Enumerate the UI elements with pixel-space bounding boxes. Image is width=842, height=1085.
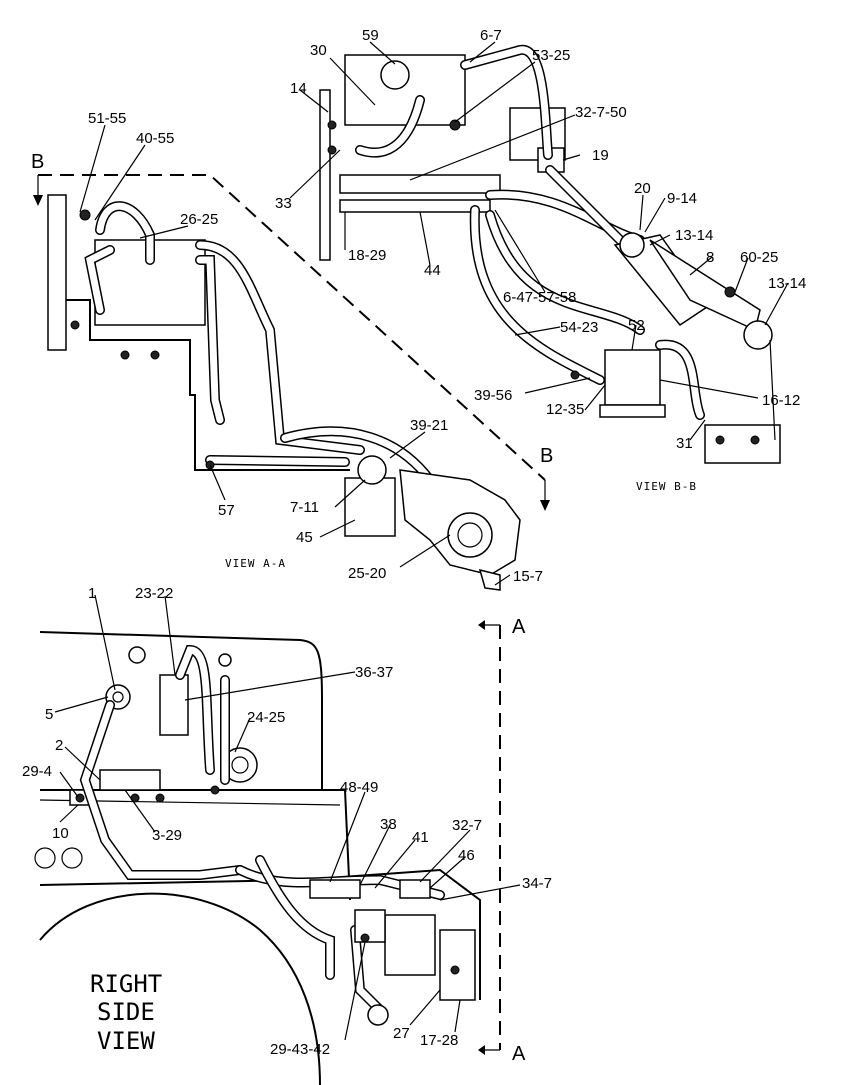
callout-30: 30 bbox=[310, 42, 327, 59]
callout-2: 2 bbox=[55, 737, 63, 754]
callout-13-14-upper: 13-14 bbox=[675, 227, 713, 244]
leader-lines bbox=[54, 41, 789, 1041]
right-side-callouts: 1 23-22 36-37 5 24-25 2 29-4 10 3-29 48-… bbox=[22, 585, 552, 1058]
right-side-drawing bbox=[34, 631, 481, 1085]
callout-1: 1 bbox=[88, 585, 96, 602]
callout-39-21: 39-21 bbox=[410, 417, 448, 434]
callout-51-55: 51-55 bbox=[88, 110, 126, 127]
callout-12-35: 12-35 bbox=[546, 401, 584, 418]
pipe-44 bbox=[339, 174, 501, 194]
head-29-43-42 bbox=[354, 909, 386, 943]
callout-26-25: 26-25 bbox=[180, 211, 218, 228]
pump-head bbox=[447, 512, 493, 558]
callout-54-23: 54-23 bbox=[560, 319, 598, 336]
section-lines bbox=[33, 174, 550, 1055]
callout-38: 38 bbox=[380, 816, 397, 833]
callout-45: 45 bbox=[296, 529, 313, 546]
section-marker-a-top: A bbox=[512, 616, 526, 638]
callout-5: 5 bbox=[45, 706, 53, 723]
fitting-59 bbox=[380, 60, 410, 90]
callout-16-12: 16-12 bbox=[762, 392, 800, 409]
callout-17-28: 17-28 bbox=[420, 1032, 458, 1049]
callout-29-43-42: 29-43-42 bbox=[270, 1041, 330, 1058]
section-b-line bbox=[38, 174, 546, 481]
view-b-caption: VIEW B-B bbox=[636, 480, 697, 493]
callout-40-55: 40-55 bbox=[136, 130, 174, 147]
callout-3-29: 3-29 bbox=[152, 827, 182, 844]
callout-41: 41 bbox=[412, 829, 429, 846]
valve-base bbox=[599, 404, 666, 418]
pipe-18-29 bbox=[339, 199, 491, 213]
filter-36-37 bbox=[159, 674, 189, 736]
section-marker-b-top: B bbox=[31, 151, 44, 173]
callout-34-7: 34-7 bbox=[522, 875, 552, 892]
callout-32-7: 32-7 bbox=[452, 817, 482, 834]
callout-15-7: 15-7 bbox=[513, 568, 543, 585]
callout-18-29: 18-29 bbox=[348, 247, 386, 264]
callout-7-11: 7-11 bbox=[290, 499, 319, 516]
clamp-46 bbox=[399, 879, 431, 899]
filter-27 bbox=[384, 914, 436, 976]
callout-14: 14 bbox=[290, 80, 307, 97]
valve-17-28 bbox=[439, 929, 476, 1001]
valve-52 bbox=[604, 349, 661, 406]
wheel-arc bbox=[39, 892, 321, 1085]
callout-25-20: 25-20 bbox=[348, 565, 386, 582]
fitting-top bbox=[128, 646, 146, 664]
frame-outline bbox=[66, 299, 350, 471]
right-side-caption-line1: RIGHT bbox=[90, 970, 162, 998]
callout-57: 57 bbox=[218, 502, 235, 519]
callout-46: 46 bbox=[458, 847, 475, 864]
clevis-20 bbox=[619, 232, 645, 258]
callout-6-7: 6-7 bbox=[480, 27, 502, 44]
cab-outline bbox=[39, 631, 323, 790]
section-marker-a-bottom: A bbox=[512, 1043, 526, 1065]
callout-9-14: 9-14 bbox=[667, 190, 697, 207]
callout-44: 44 bbox=[424, 262, 441, 279]
fender-top bbox=[39, 868, 481, 1000]
callout-8: 8 bbox=[706, 249, 714, 266]
callout-39-56: 39-56 bbox=[474, 387, 512, 404]
elbow-15-7 bbox=[478, 568, 501, 591]
callout-13-14-lower: 13-14 bbox=[768, 275, 806, 292]
view-a-a-drawing bbox=[47, 194, 521, 591]
right-side-caption-line2: SIDE bbox=[97, 998, 155, 1026]
callout-59: 59 bbox=[362, 27, 379, 44]
callout-10: 10 bbox=[52, 825, 69, 842]
callout-48-49: 48-49 bbox=[340, 779, 378, 796]
callout-19: 19 bbox=[592, 147, 609, 164]
callout-32-7-50: 32-7-50 bbox=[575, 104, 627, 121]
callout-60-25: 60-25 bbox=[740, 249, 778, 266]
callout-52: 52 bbox=[628, 317, 645, 334]
mounting-plate bbox=[47, 194, 67, 351]
clevis-13-14 bbox=[743, 320, 773, 350]
section-marker-labels: B B A A bbox=[31, 151, 553, 1065]
callout-36-37: 36-37 bbox=[355, 664, 393, 681]
right-side-caption-line3: VIEW bbox=[97, 1027, 155, 1055]
callout-24-25: 24-25 bbox=[247, 709, 285, 726]
fitting-bottom bbox=[367, 1004, 389, 1026]
callout-31: 31 bbox=[676, 435, 693, 452]
view-a-caption: VIEW A-A bbox=[225, 557, 286, 570]
callout-23-22: 23-22 bbox=[135, 585, 173, 602]
view-a-callouts: 51-55 40-55 26-25 39-21 7-11 57 45 25-20… bbox=[88, 110, 543, 585]
callout-20: 20 bbox=[634, 180, 651, 197]
view-b-b-drawing bbox=[319, 44, 781, 464]
callout-6-47-57-58: 6-47-57-58 bbox=[503, 289, 576, 306]
callout-27: 27 bbox=[393, 1025, 410, 1042]
clamp-48-49 bbox=[309, 879, 361, 899]
callout-53-25: 53-25 bbox=[532, 47, 570, 64]
filter-45 bbox=[344, 477, 396, 537]
clamp-3-29 bbox=[99, 769, 161, 791]
callout-29-4: 29-4 bbox=[22, 763, 52, 780]
bracket-plate bbox=[319, 89, 331, 261]
fitting-7-11 bbox=[357, 455, 387, 485]
section-marker-b-bottom: B bbox=[540, 445, 553, 467]
view-b-callouts: 59 30 6-7 53-25 14 32-7-50 19 33 18-29 4… bbox=[275, 27, 806, 493]
block-31 bbox=[704, 424, 781, 464]
callout-33: 33 bbox=[275, 195, 292, 212]
